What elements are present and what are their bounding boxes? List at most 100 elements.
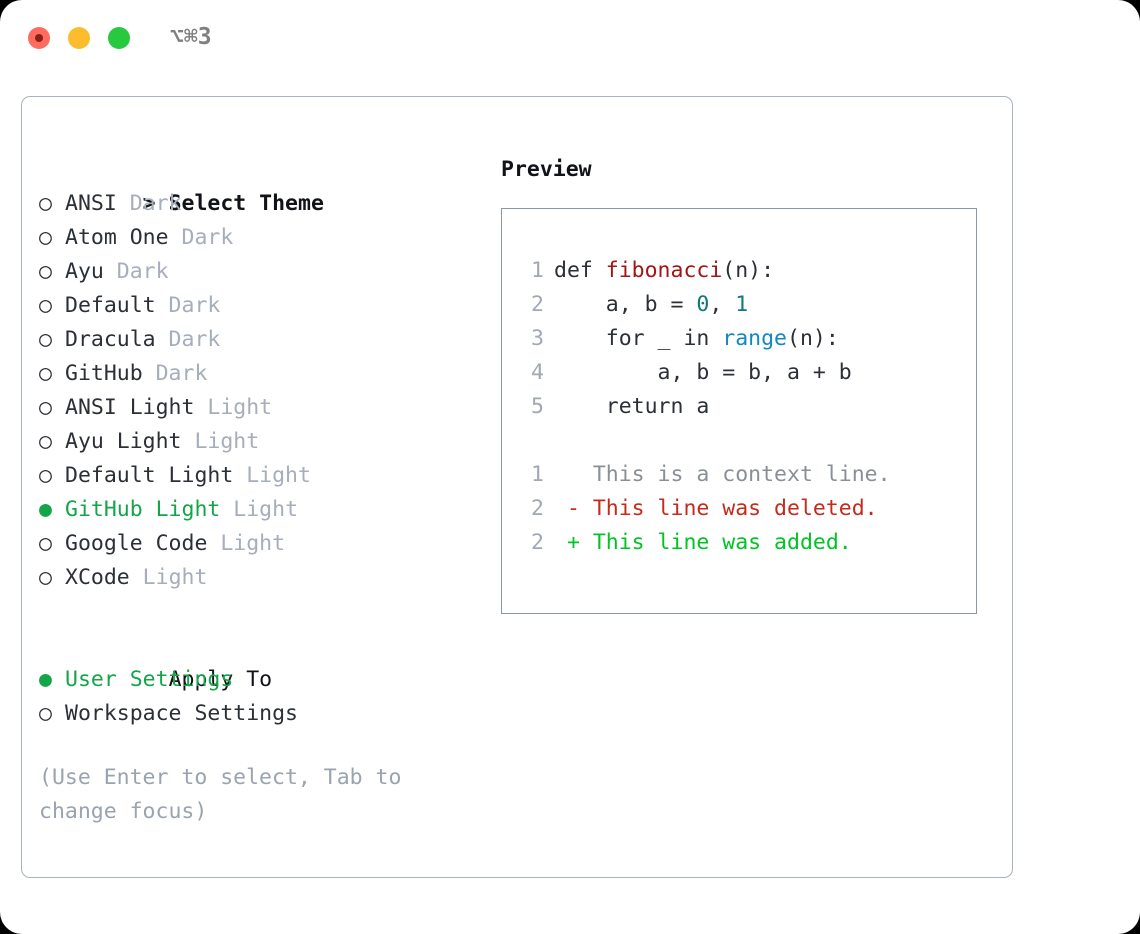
theme-option-name: GitHub Light (65, 497, 221, 522)
list-spacer (39, 595, 479, 629)
diff-line: 2 - This line was deleted. (520, 492, 970, 526)
code-token: a, b = (554, 292, 697, 317)
theme-option-category: Dark (155, 327, 221, 352)
code-token: (n): (787, 326, 839, 351)
theme-option-row[interactable]: ○ Dracula Dark (39, 323, 479, 357)
theme-option-row[interactable]: ○ ANSI Light Light (39, 391, 479, 425)
select-theme-heading: > Select Theme (39, 153, 479, 216)
radio-unselected-icon: ○ (39, 429, 52, 454)
code-token: 0 (696, 292, 710, 317)
theme-option-row[interactable]: ○ Google Code Light (39, 527, 479, 561)
theme-option-name: Dracula (65, 327, 156, 352)
radio-selected-icon: ● (39, 497, 52, 522)
diff-line: 1 This is a context line. (520, 458, 970, 492)
apply-to-option-label: Workspace Settings (65, 701, 298, 726)
theme-option-category: Dark (142, 361, 208, 386)
code-token: a, b = b, a + b (554, 360, 852, 385)
radio-unselected-icon: ○ (39, 463, 52, 488)
line-number: 4 (531, 360, 544, 385)
diff-line-text: + This line was added. (554, 530, 852, 555)
code-line: 3 for _ in range(n): (520, 322, 970, 356)
theme-option-category: Light (220, 497, 299, 522)
theme-option-name: GitHub (65, 361, 143, 386)
apply-to-option-row[interactable]: ● User Settings (39, 663, 479, 697)
code-line: 2 a, b = 0, 1 (520, 288, 970, 322)
theme-option-category: Dark (155, 293, 221, 318)
code-token: return a (554, 394, 710, 419)
theme-option-name: Ayu (65, 259, 104, 284)
keyboard-hint-text: (Use Enter to select, Tab to change focu… (39, 765, 402, 824)
close-window-icon[interactable] (28, 27, 50, 49)
radio-unselected-icon: ○ (39, 191, 52, 216)
theme-options-list: ○ ANSI Dark ○ Atom One Dark ○ Ayu Dark ○ Defaul… (39, 187, 479, 595)
keyboard-shortcut-label: ⌥⌘3 (170, 24, 212, 50)
theme-option-row[interactable]: ○ GitHub Dark (39, 357, 479, 391)
theme-option-row[interactable]: ○ ANSI Dark (39, 187, 479, 221)
theme-option-category: Light (207, 531, 286, 556)
theme-option-name: Default Light (65, 463, 234, 488)
theme-option-row[interactable]: ○ Atom One Dark (39, 221, 479, 255)
radio-unselected-icon: ○ (39, 361, 52, 386)
diff-line: 2 + This line was added. (520, 526, 970, 560)
code-token: , (709, 292, 736, 317)
apply-to-option-row[interactable]: ○ Workspace Settings (39, 697, 479, 731)
radio-unselected-icon: ○ (39, 565, 52, 590)
theme-option-name: Google Code (65, 531, 208, 556)
code-line: 5 return a (520, 390, 970, 424)
theme-option-category: Dark (103, 259, 169, 284)
radio-unselected-icon: ○ (39, 531, 52, 556)
diff-line-text: - This line was deleted. (554, 496, 878, 521)
line-number: 1 (531, 258, 544, 283)
theme-option-name: Atom One (65, 225, 169, 250)
line-number: 1 (531, 462, 544, 487)
code-token: fibonacci (605, 258, 723, 283)
theme-option-name: ANSI (65, 191, 117, 216)
line-number: 2 (531, 292, 544, 317)
apply-to-heading: Apply To (39, 629, 479, 692)
theme-option-category: Dark (168, 225, 234, 250)
heading-caret-icon: > (142, 191, 156, 216)
minimize-window-icon[interactable] (68, 27, 90, 49)
radio-unselected-icon: ○ (39, 327, 52, 352)
theme-option-row[interactable]: ○ Ayu Dark (39, 255, 479, 289)
code-token: for _ in (554, 326, 723, 351)
line-number: 5 (531, 394, 544, 419)
apply-to-heading-label: Apply To (168, 667, 273, 692)
theme-option-category: Light (194, 395, 273, 420)
theme-option-name: ANSI Light (65, 395, 195, 420)
code-diff-separator (520, 424, 970, 458)
apply-to-option-label: User Settings (65, 667, 234, 692)
theme-selector-card: > Select Theme ○ ANSI Dark ○ Atom One Dark ○ A… (21, 96, 1013, 878)
line-number: 3 (531, 326, 544, 351)
code-line: 4 a, b = b, a + b (520, 356, 970, 390)
theme-option-row[interactable]: ○ Default Dark (39, 289, 479, 323)
line-number: 2 (531, 496, 544, 521)
code-token: 1 (735, 292, 749, 317)
radio-unselected-icon: ○ (39, 701, 52, 726)
apply-to-options-list: ● User Settings ○ Workspace Settings (39, 663, 479, 731)
theme-option-row[interactable]: ● GitHub Light Light (39, 493, 479, 527)
theme-list-panel: > Select Theme ○ ANSI Dark ○ Atom One Dark ○ A… (39, 153, 479, 829)
code-token: range (722, 326, 788, 351)
maximize-window-icon[interactable] (108, 27, 130, 49)
title-bar: ⌥⌘3 (0, 0, 1140, 76)
radio-unselected-icon: ○ (39, 259, 52, 284)
theme-option-category: Light (233, 463, 311, 488)
code-token: def (554, 258, 606, 283)
theme-option-name: Default (65, 293, 156, 318)
radio-unselected-icon: ○ (39, 225, 52, 250)
theme-option-category: Dark (116, 191, 182, 216)
theme-option-row[interactable]: ○ Default Light Light (39, 459, 479, 493)
select-theme-heading-label: Select Theme (168, 191, 324, 216)
theme-option-row[interactable]: ○XCode Light (39, 561, 479, 595)
radio-unselected-icon: ○ (39, 293, 52, 318)
theme-option-name: Ayu Light (65, 429, 182, 454)
radio-unselected-icon: ○ (39, 395, 52, 420)
theme-option-row[interactable]: ○Ayu Light Light (39, 425, 479, 459)
theme-option-category: Light (129, 565, 208, 590)
radio-selected-icon: ● (39, 667, 52, 692)
